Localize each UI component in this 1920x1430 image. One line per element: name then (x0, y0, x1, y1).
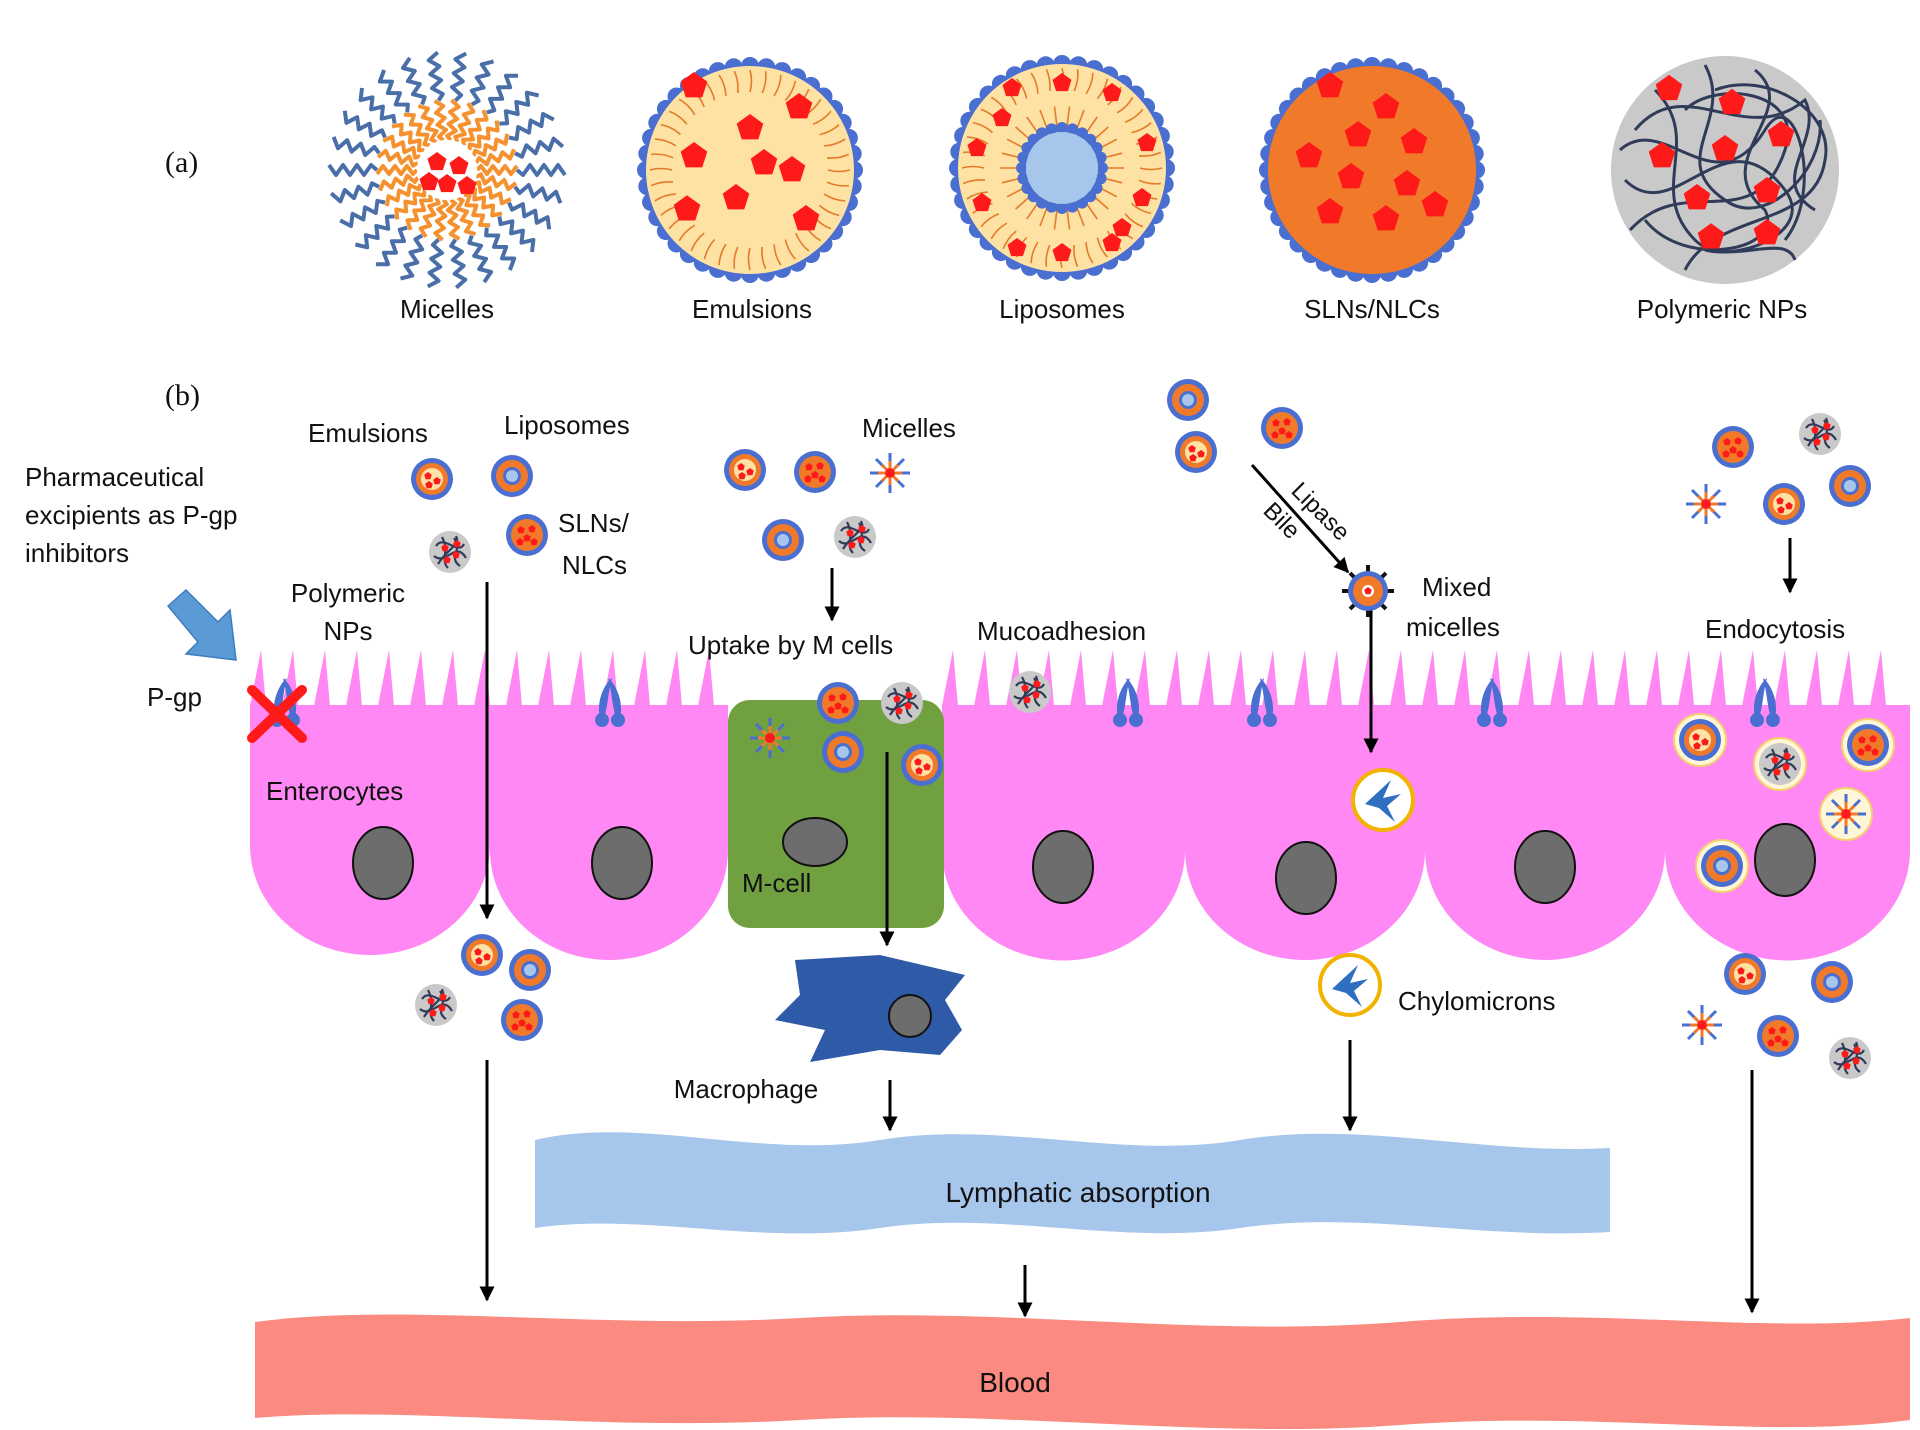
label-excipients-1: Pharmaceutical (25, 462, 204, 492)
nucleus (352, 826, 414, 900)
panel-b-label: (b) (165, 379, 200, 412)
sln-icon (1757, 1015, 1799, 1057)
emulsion-illustration (637, 57, 863, 283)
label-slns-1: SLNs/ (558, 508, 630, 538)
label-excipients-3: inhibitors (25, 538, 129, 568)
micelle-illustration (327, 50, 567, 290)
label-polymeric-2: NPs (323, 616, 372, 646)
label-excipients-2: excipients as P-gp (25, 500, 237, 530)
emulsion-icon (1175, 431, 1217, 473)
emulsion-icon (1724, 953, 1766, 995)
label-mucoadhesion: Mucoadhesion (977, 616, 1146, 646)
liposome-icon (1811, 961, 1853, 1003)
label-macrophage: Macrophage (674, 1074, 819, 1104)
label-blood: Blood (979, 1367, 1051, 1398)
label-slns-2: NLCs (562, 550, 627, 580)
micelle-icon (868, 451, 912, 495)
label-liposomes-b: Liposomes (504, 410, 630, 440)
polymeric-np-icon (881, 682, 923, 724)
emulsion-icon (461, 934, 503, 976)
panel-a-label: (a) (165, 146, 198, 179)
label-uptake-m-cells: Uptake by M cells (688, 630, 893, 660)
chylomicron-icon (1351, 768, 1415, 832)
label-polymeric-1: Polymeric (291, 578, 405, 608)
flow-arrows (479, 463, 1798, 1318)
label-lymphatic-absorption: Lymphatic absorption (945, 1177, 1210, 1208)
sln-nlc-illustration (1259, 57, 1485, 283)
label-chylomicrons: Chylomicrons (1398, 986, 1556, 1016)
endocytic-vesicles (1673, 713, 1895, 893)
sln-icon (1261, 407, 1303, 449)
label-p-gp: P-gp (147, 682, 202, 712)
label-micelles: Micelles (400, 294, 494, 324)
liposome-icon (1829, 465, 1871, 507)
nucleus (1754, 823, 1816, 897)
polymeric-np-icon (1009, 671, 1051, 713)
emulsion-icon (1763, 483, 1805, 525)
liposome-icon (491, 455, 533, 497)
liposome-icon (1167, 379, 1209, 421)
micelle-icon (748, 716, 792, 760)
polymeric-np-icon (415, 984, 457, 1026)
nucleus (1275, 841, 1337, 915)
polymeric-np-icon (1829, 1037, 1871, 1079)
label-micelles-mixed: micelles (1406, 612, 1500, 642)
enterocyte-cell (1185, 705, 1425, 960)
sln-icon (501, 999, 543, 1041)
label-lipase: Lipase (1286, 477, 1355, 546)
blood-vessel (255, 1314, 1910, 1430)
liposome-icon (509, 949, 551, 991)
macrophage-nucleus (888, 994, 932, 1038)
emulsion-icon (724, 449, 766, 491)
sln-icon (506, 514, 548, 556)
polymeric-np-icon (834, 516, 876, 558)
label-m-cell: M-cell (742, 868, 811, 898)
polymeric-np-icon (429, 531, 471, 573)
macrophage (775, 955, 965, 1062)
label-liposomes: Liposomes (999, 294, 1125, 324)
m-cell-nucleus (782, 817, 848, 867)
label-endocytosis: Endocytosis (1705, 614, 1845, 644)
polymeric-np-icon (1799, 413, 1841, 455)
label-polymeric-nps: Polymeric NPs (1637, 294, 1807, 324)
micelle-icon (1684, 482, 1728, 526)
label-emulsions: Emulsions (692, 294, 812, 324)
liposome-icon (762, 519, 804, 561)
micelle-icon (1680, 1003, 1724, 1047)
liposome-illustration (949, 55, 1175, 281)
label-slns-nlcs: SLNs/NLCs (1304, 294, 1440, 324)
mixed-micelle-icon (1342, 565, 1394, 617)
sln-icon (794, 451, 836, 493)
chylomicron-icon (1318, 953, 1382, 1017)
polymeric-np-illustration (1611, 56, 1839, 284)
epithelium (250, 650, 1910, 961)
nucleus (591, 826, 653, 900)
label-enterocytes: Enterocytes (266, 776, 403, 806)
inhibitor-arrow-icon (166, 588, 237, 661)
emulsion-icon (901, 744, 943, 786)
nucleus (1514, 830, 1576, 904)
label-mixed: Mixed (1422, 572, 1491, 602)
sln-icon (1712, 426, 1754, 468)
m-cell (728, 700, 944, 928)
inhibition-cross-icon (247, 685, 307, 743)
sln-icon (817, 682, 859, 724)
lymphatic-vessel (535, 1132, 1610, 1234)
emulsion-icon (411, 458, 453, 500)
liposome-icon (822, 731, 864, 773)
label-emulsions-b: Emulsions (308, 418, 428, 448)
nucleus (1032, 830, 1094, 904)
label-micelles-b: Micelles (862, 413, 956, 443)
